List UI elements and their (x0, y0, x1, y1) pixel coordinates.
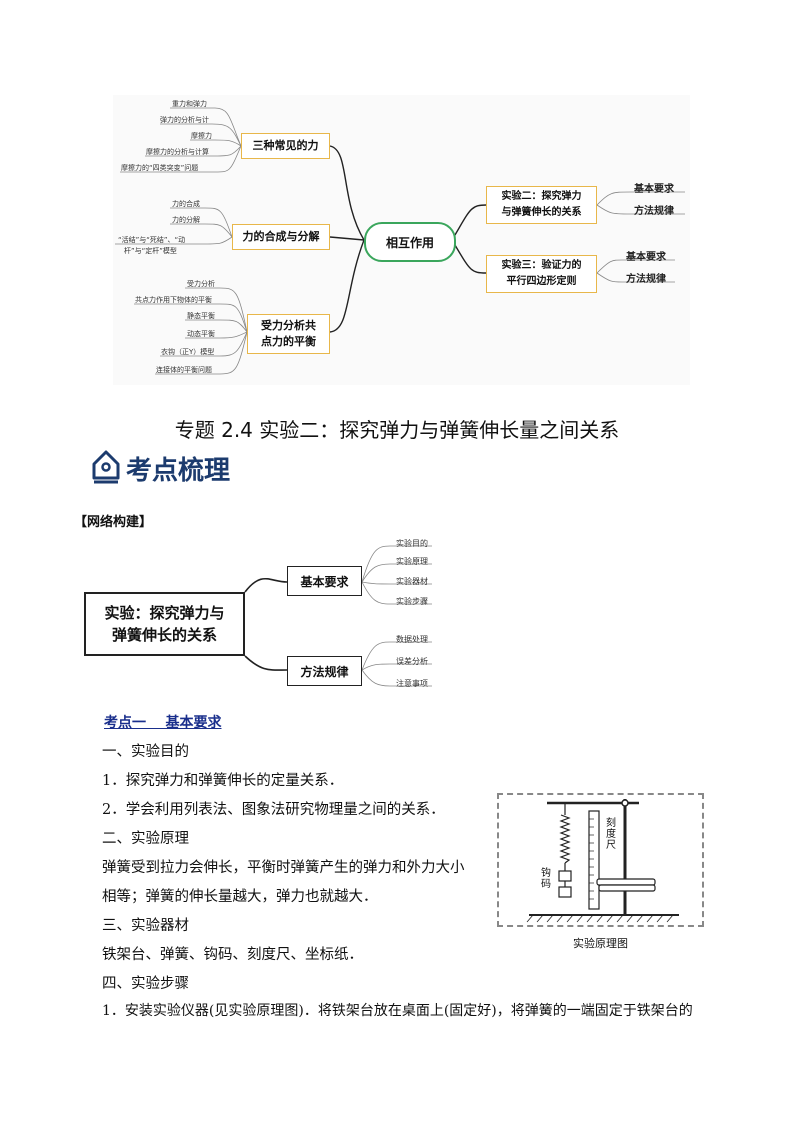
paragraph: 相等；弹簧的伸长量越大，弹力也就越大． (102, 889, 378, 905)
paragraph: 1．探究弹力和弹簧伸长的定量关系． (102, 773, 344, 789)
network-leaf: 实验原理 (396, 557, 428, 566)
branch-equilibrium-label-1: 受力分析共 (261, 319, 316, 332)
network-root-label-2: 弹簧伸长的关系 (111, 626, 217, 644)
mindmap-center-node: 相互作用 (364, 222, 456, 262)
leaf-item: 力的合成 (172, 200, 200, 208)
paragraph: 铁架台、弹簧、钩码、刻度尺、坐标纸． (102, 947, 363, 963)
network-leaf: 实验目的 (396, 539, 428, 548)
network-leaf: 实验步骤 (396, 597, 428, 606)
section-heading: 三、实验器材 (102, 918, 189, 934)
leaf-methods: 方法规律 (634, 206, 674, 217)
network-leaf: 数据处理 (396, 635, 428, 644)
leaf-item: 动态平衡 (187, 330, 215, 338)
topic-heading: 考点一 基本要求 (104, 715, 222, 731)
leaf-item: 力的分解 (172, 216, 200, 224)
branch-common-forces-label: 三种常见的力 (252, 139, 319, 152)
branch-composition: 力的合成与分解 (232, 224, 330, 250)
mindmap-center-label: 相互作用 (385, 235, 434, 250)
document-title: 专题 2.4 实验二：探究弹力与弹簧伸长量之间关系 (174, 418, 620, 442)
network-leaf: 实验器材 (396, 577, 428, 586)
branch-experiment-two-label-2: 与弹簧伸长的关系 (501, 207, 582, 218)
leaf-basic-requirements: 基本要求 (634, 184, 674, 195)
leaf-item: 共点力作用下物体的平衡 (135, 296, 212, 304)
network-leaf: 误差分析 (396, 657, 428, 666)
network-root-label-1: 实验：探究弹力与 (104, 604, 225, 622)
branch-experiment-two: 实验二：探究弹力 与弹簧伸长的关系 (486, 186, 597, 224)
network-methods-label: 方法规律 (300, 664, 349, 679)
paragraph: 1．安装实验仪器(见实验原理图)．将铁架台放在桌面上(固定好)，将弹簧的一端固定… (102, 1003, 693, 1019)
branch-composition-label: 力的合成与分解 (242, 230, 320, 243)
branch-common-forces: 三种常见的力 (241, 133, 330, 159)
weight-label: 钩码 (541, 868, 551, 890)
network-root-node: 实验：探究弹力与 弹簧伸长的关系 (84, 592, 245, 656)
network-basic-requirements-label: 基本要求 (300, 574, 349, 589)
branch-experiment-three-label-2: 平行四边形定则 (506, 276, 577, 287)
leaf-basic-requirements: 基本要求 (626, 252, 666, 263)
leaf-item: 静态平衡 (187, 312, 215, 320)
network-basic-requirements: 基本要求 (287, 566, 362, 596)
leaf-item: 衣钩（正Y）模型 (161, 348, 215, 356)
pen-tip-icon (92, 450, 120, 484)
mindmap-connectors (115, 107, 685, 375)
network-methods: 方法规律 (287, 656, 362, 686)
network-label: 【网络构建】 (74, 515, 153, 530)
section-title: 考点梳理 (126, 456, 231, 486)
paragraph: 弹簧受到拉力会伸长，平衡时弹簧产生的弹力和外力大小 (102, 860, 465, 876)
leaf-item: 摩擦力的“四类突变”问题 (121, 164, 199, 172)
branch-equilibrium: 受力分析共 点力的平衡 (247, 314, 330, 354)
experiment-figure-frame (497, 793, 704, 927)
section-heading: 二、实验原理 (102, 831, 189, 847)
leaf-item: 弹力的分析与计 (160, 116, 209, 124)
network-leaf: 注意事项 (396, 679, 428, 688)
leaf-item: “活结”与“死结”、“动 (118, 236, 186, 244)
branch-equilibrium-label-2: 点力的平衡 (261, 335, 316, 348)
network-connectors (244, 545, 432, 687)
branch-experiment-three: 实验三：验证力的 平行四边形定则 (486, 255, 597, 293)
leaf-item: 重力和弹力 (172, 100, 207, 108)
leaf-item: 摩擦力 (191, 132, 212, 140)
branch-experiment-two-label-1: 实验二：探究弹力 (501, 191, 582, 202)
leaf-item: 受力分析 (187, 280, 215, 288)
leaf-item: 摩擦力的分析与计算 (146, 148, 209, 156)
ruler-label: 刻度尺 (606, 818, 616, 851)
leaf-item: 连接体的平衡问题 (156, 366, 212, 374)
spring-apparatus-diagram (526, 799, 679, 923)
branch-experiment-three-label-1: 实验三：验证力的 (501, 260, 582, 271)
section-heading: 一、实验目的 (102, 744, 189, 760)
section-heading: 四、实验步骤 (102, 976, 189, 992)
leaf-methods: 方法规律 (626, 274, 666, 285)
paragraph: 2．学会利用列表法、图象法研究物理量之间的关系． (102, 802, 445, 818)
figure-caption: 实验原理图 (573, 937, 628, 950)
leaf-item: 杆”与“定杆”模型 (124, 247, 177, 255)
